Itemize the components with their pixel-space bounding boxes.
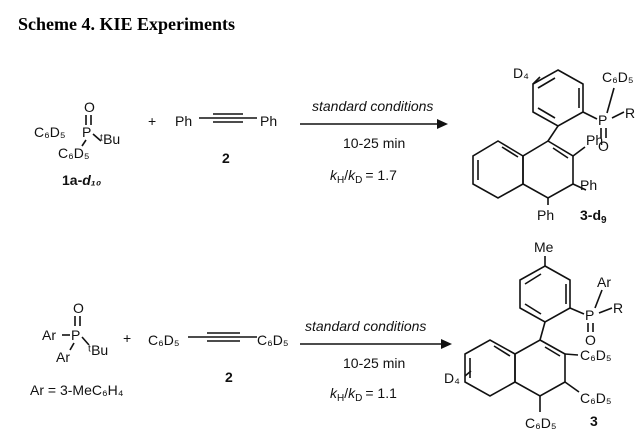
tbu-group: ᵗBu xyxy=(88,342,108,358)
phosphorus-atom: P xyxy=(71,327,80,343)
reaction-arrow-1: standard conditions 10-25 min kH/kD= 1.7 xyxy=(300,98,448,186)
biaryl-bond xyxy=(539,321,546,341)
substituent-1: C₆D₅ xyxy=(580,347,612,363)
ring-inner-bond xyxy=(552,147,569,159)
oxygen-atom: O xyxy=(73,300,84,316)
upper-aryl-ring xyxy=(519,265,571,323)
conditions-line-1: standard conditions xyxy=(312,98,433,114)
ring-inner-bond xyxy=(501,146,519,158)
substituent-1: Ph xyxy=(586,132,603,148)
oxygen-atom: O xyxy=(585,332,596,348)
alkyne-right-group: C₆D₅ xyxy=(257,332,289,348)
arrow-head xyxy=(437,119,448,129)
ring-substituent-bond xyxy=(532,76,541,85)
alkyne-left-group: C₆D₅ xyxy=(148,332,180,348)
compound-label-3-d9: 3-d9 xyxy=(580,207,607,226)
kie-value: kH/kD= 1.1 xyxy=(330,385,397,404)
ring-deuterium-label: D₄ xyxy=(444,370,460,386)
reaction-2: O Ar P ᵗBu Ar Ar = 3-MeC₆H₄ + C₆D₅ C₆D₅ … xyxy=(30,239,623,431)
ring-inner-bond xyxy=(537,77,556,89)
p-aryl-group: Ar xyxy=(597,274,611,290)
conditions-line-1: standard conditions xyxy=(305,318,426,334)
compound-label-2: 2 xyxy=(225,369,233,385)
oxygen-atom: O xyxy=(598,138,609,154)
conditions-line-2: 10-25 min xyxy=(343,135,405,151)
ring-inner-bond xyxy=(524,303,542,315)
ring-deuterium-label: D₄ xyxy=(513,65,529,81)
alkyne-diphenyl: Ph Ph 2 xyxy=(175,113,277,166)
substituent-bond xyxy=(572,183,587,191)
p-tbu-bond xyxy=(81,336,90,346)
substituent-2: Ph xyxy=(580,177,597,193)
p-r-bond xyxy=(611,111,625,119)
reaction-1: O C₆D₅ P ᵗBu C₆D₅ 1a-d₁₀ + Ph Ph 2 stand… xyxy=(34,65,635,226)
oxygen-atom: O xyxy=(84,99,95,115)
ring-inner-bond xyxy=(493,345,511,357)
kie-value: kH/kD= 1.7 xyxy=(330,167,397,186)
aryl-group-1: Ar xyxy=(42,327,56,343)
phosphine-oxide-ar: O Ar P ᵗBu Ar Ar = 3-MeC₆H₄ xyxy=(30,300,124,398)
naphthalene-ring-left xyxy=(472,140,524,199)
biaryl-bond xyxy=(547,125,559,142)
substituent-bond xyxy=(564,353,579,356)
phosphorus-atom: P xyxy=(598,112,607,128)
alkyne-perdeuterodiphenyl: C₆D₅ C₆D₅ 2 xyxy=(148,332,289,385)
compound-label-2: 2 xyxy=(222,150,230,166)
aryl-group-2: Ar xyxy=(56,349,70,365)
aryl-group-2: C₆D₅ xyxy=(58,145,90,161)
ring-inner-bond xyxy=(537,107,556,119)
aryl-definition: Ar = 3-MeC₆H₄ xyxy=(30,382,124,398)
arrow-head xyxy=(441,339,452,349)
substituent-bond xyxy=(564,381,580,393)
ring-inner-bond xyxy=(544,346,561,357)
p-aryl-bond xyxy=(594,289,603,309)
methyl-group: Me xyxy=(534,239,554,255)
phosphorus-atom: P xyxy=(82,124,91,140)
upper-aryl-ring xyxy=(532,69,584,127)
ring-p-bond xyxy=(582,111,598,120)
scheme-title: Scheme 4. KIE Experiments xyxy=(18,14,235,34)
ring-substituent-bond xyxy=(464,370,472,377)
conditions-line-2: 10-25 min xyxy=(343,355,405,371)
substituent-bond xyxy=(572,146,586,157)
compound-label-3: 3 xyxy=(590,413,598,429)
phosphine-oxide-d10: O C₆D₅ P ᵗBu C₆D₅ 1a-d₁₀ xyxy=(34,99,120,188)
product-3-d9: D₄ P C₆D₅ R O Ph Ph Ph xyxy=(472,65,635,226)
naphthalene-ring-right xyxy=(514,339,566,397)
ring-p-bond xyxy=(569,307,585,315)
r-group: R xyxy=(625,105,635,121)
substituent-2: C₆D₅ xyxy=(580,390,612,406)
plus-sign: + xyxy=(148,113,156,129)
p-aryl2-bond xyxy=(81,139,87,147)
p-aryl2-bond xyxy=(69,342,75,351)
p-tbu-bond xyxy=(92,133,102,142)
aryl-group-1: C₆D₅ xyxy=(34,124,66,140)
p-aryl-group: C₆D₅ xyxy=(602,69,634,85)
alkyne-left-group: Ph xyxy=(175,113,192,129)
phosphorus-atom: P xyxy=(585,307,594,323)
naphthalene-ring-right xyxy=(522,140,574,199)
substituent-3: Ph xyxy=(537,207,554,223)
p-r-bond xyxy=(598,307,613,314)
ring-inner-bond xyxy=(524,273,542,285)
alkyne-right-group: Ph xyxy=(260,113,277,129)
naphthalene-ring-left xyxy=(464,339,516,397)
compound-label-1a-d10: 1a-d₁₀ xyxy=(62,172,102,188)
reaction-arrow-2: standard conditions 10-25 min kH/kD= 1.1 xyxy=(300,318,452,404)
product-3: Me P Ar R O D₄ C₆ xyxy=(444,239,623,431)
tbu-group: ᵗBu xyxy=(100,131,120,147)
substituent-3: C₆D₅ xyxy=(525,415,557,431)
plus-sign: + xyxy=(123,330,131,346)
r-group: R xyxy=(613,300,623,316)
p-aryl-bond xyxy=(606,87,615,114)
